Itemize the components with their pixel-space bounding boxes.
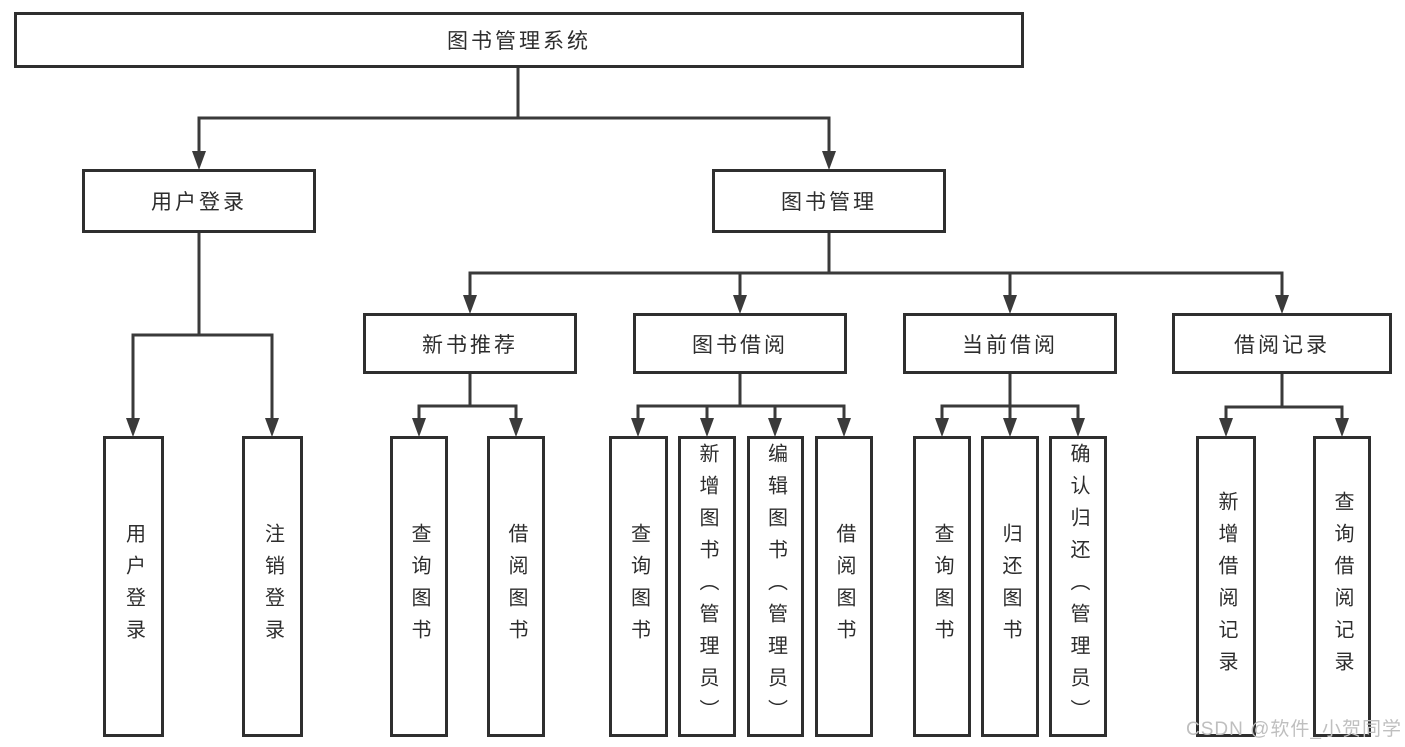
node-label: 查询图书	[931, 522, 953, 651]
node-query-books-borrow: 查询图书	[609, 436, 668, 737]
node-label: 新增图书（管理员）	[696, 442, 718, 731]
node-confirm-return-admin: 确认归还（管理员）	[1049, 436, 1107, 737]
node-library-management-system: 图书管理系统	[14, 12, 1024, 68]
node-label: 归还图书	[999, 522, 1021, 651]
arrowheads-level2	[192, 151, 836, 170]
node-label: 图书管理系统	[447, 30, 591, 53]
csdn-watermark: CSDN @软件_小贺同学	[1186, 719, 1402, 740]
node-return-books: 归还图书	[981, 436, 1039, 737]
node-current-borrow: 当前借阅	[903, 313, 1117, 374]
node-label: 借阅记录	[1234, 333, 1330, 357]
node-label: 借阅图书	[833, 522, 855, 651]
node-borrow-books-action: 借阅图书	[815, 436, 873, 737]
arrowheads-newbooks-children	[412, 418, 523, 437]
node-query-borrow-record: 查询借阅记录	[1313, 436, 1371, 737]
arrowheads-bookborrow-children	[631, 418, 851, 437]
connector-root-to-level2	[197, 68, 831, 156]
arrowheads-currentborrow-children	[935, 418, 1085, 437]
connector-currentborrow-to-children	[940, 374, 1080, 424]
arrowheads-records-children	[1219, 418, 1349, 437]
connector-newbooks-to-children	[417, 374, 518, 424]
node-label: 当前借阅	[962, 333, 1058, 357]
node-label: 查询借阅记录	[1331, 490, 1353, 683]
node-book-borrow: 图书借阅	[633, 313, 847, 374]
connector-bookborrow-to-children	[636, 374, 846, 424]
node-label: 查询图书	[408, 522, 430, 651]
arrowheads-level3	[463, 295, 1289, 314]
node-label: 图书借阅	[692, 333, 788, 357]
node-label: 查询图书	[627, 522, 650, 651]
node-label: 注销登录	[261, 522, 284, 651]
arrowheads-userlogin-children	[126, 418, 279, 437]
connector-userlogin-to-children	[131, 233, 274, 424]
node-label: 新增借阅记录	[1215, 490, 1237, 683]
node-new-book-recommend: 新书推荐	[363, 313, 577, 374]
node-logout: 注销登录	[242, 436, 303, 737]
node-add-borrow-record: 新增借阅记录	[1196, 436, 1256, 737]
connector-bookmgmt-to-level3	[468, 233, 1284, 300]
node-label: 编辑图书（管理员）	[764, 442, 787, 731]
node-label: 用户登录	[151, 191, 247, 214]
node-borrow-records: 借阅记录	[1172, 313, 1392, 374]
node-label: 新书推荐	[422, 333, 518, 357]
node-query-books-recommend: 查询图书	[390, 436, 448, 737]
node-borrow-books-recommend: 借阅图书	[487, 436, 545, 737]
node-user-login-action: 用户登录	[103, 436, 164, 737]
node-label: 用户登录	[122, 522, 145, 651]
node-label: 借阅图书	[505, 522, 527, 651]
node-book-management: 图书管理	[712, 169, 946, 233]
connector-records-to-children	[1224, 374, 1344, 424]
node-label: 确认归还（管理员）	[1067, 442, 1089, 731]
node-edit-books-admin: 编辑图书（管理员）	[747, 436, 804, 737]
node-add-books-admin: 新增图书（管理员）	[678, 436, 736, 737]
node-label: 图书管理	[781, 191, 877, 214]
node-query-books-current: 查询图书	[913, 436, 971, 737]
node-user-login: 用户登录	[82, 169, 316, 233]
